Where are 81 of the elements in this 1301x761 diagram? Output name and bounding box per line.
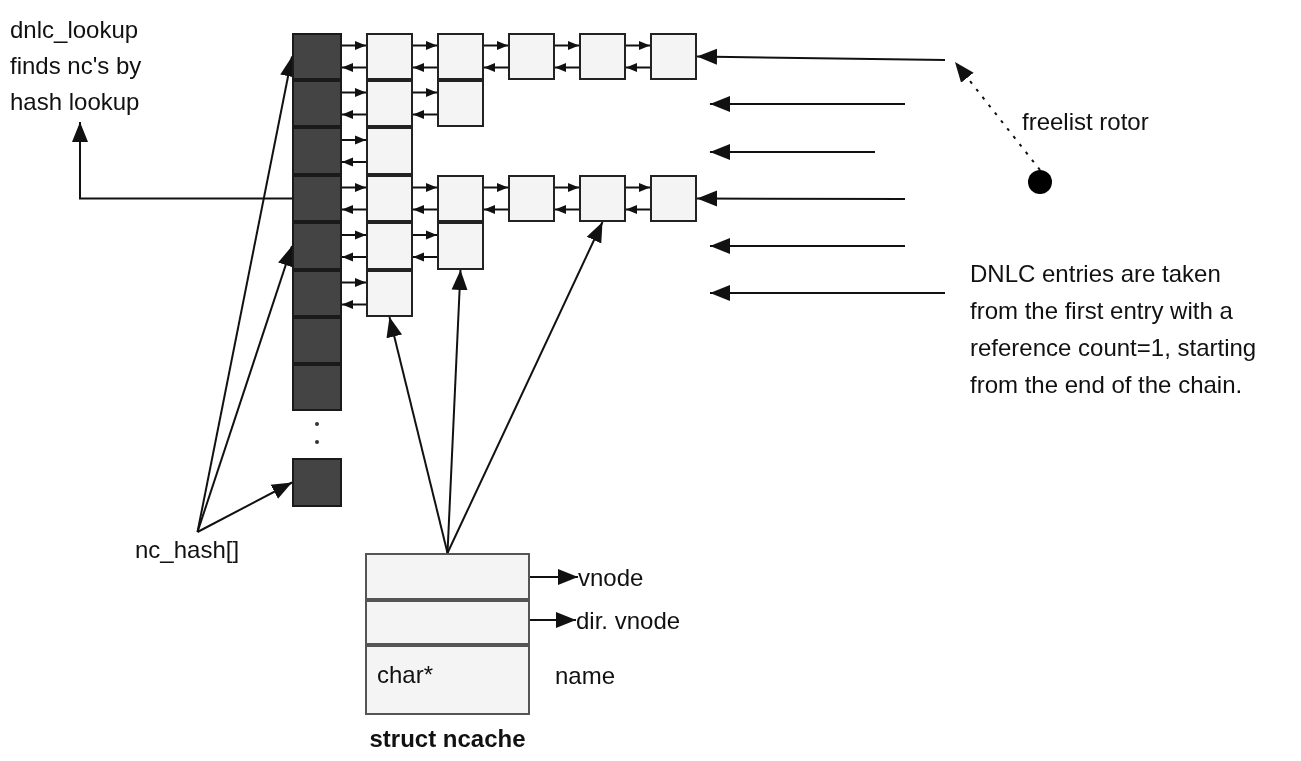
- arrow: [412, 63, 438, 72]
- arrow: [341, 135, 367, 145]
- hash-bucket: [292, 127, 342, 175]
- arrow: [412, 183, 438, 192]
- note-text: DNLC entries are taken from the first entry with a reference count=1, starting from the end of the chain.: [970, 259, 1258, 400]
- arrow: [696, 48, 946, 65]
- struct-title: struct ncache: [368, 725, 527, 753]
- arrow: [412, 41, 438, 50]
- cache-entry-box: [366, 80, 413, 127]
- cache-entry-box: [508, 33, 555, 80]
- cache-entry-box: [437, 80, 484, 127]
- side-label: freelist rotor: [1022, 108, 1149, 136]
- arrow: [625, 41, 651, 50]
- arrow: [446, 269, 468, 554]
- arrow: [625, 183, 651, 192]
- callout-text: vnode: [578, 560, 688, 594]
- hash-bucket: [292, 458, 342, 507]
- arrow: [483, 183, 509, 192]
- arrow: [483, 63, 509, 72]
- cache-entry-box: [437, 222, 484, 270]
- arrow: [341, 278, 367, 287]
- arrow: [483, 205, 509, 214]
- dotted-arrow: [954, 61, 1041, 171]
- arrow: [554, 63, 580, 72]
- hash-bucket: [292, 270, 342, 317]
- arrow: [72, 121, 293, 200]
- arrow: [341, 252, 367, 262]
- arrow: [341, 183, 367, 192]
- arrow: [446, 221, 604, 554]
- arrow: [625, 205, 651, 214]
- arrow: [483, 41, 509, 50]
- cache-entry-box: [366, 270, 413, 317]
- hash-bucket: [292, 175, 342, 222]
- cache-entry-box: [579, 33, 626, 80]
- cache-entry-box: [366, 33, 413, 80]
- callout-text: nc_hash[]: [135, 532, 260, 566]
- arrow: [554, 183, 580, 192]
- arrow: [341, 230, 367, 240]
- arrow: [341, 205, 367, 214]
- cache-entry-box: [508, 175, 555, 222]
- cache-entry-box: [650, 33, 697, 80]
- arrow: [696, 190, 906, 207]
- arrow: [341, 88, 367, 97]
- arrow: [386, 316, 449, 554]
- cache-entry-box: [650, 175, 697, 222]
- cache-entry-box: [437, 175, 484, 222]
- arrow: [625, 63, 651, 72]
- arrow: [554, 41, 580, 50]
- hash-bucket: [292, 222, 342, 270]
- hash-bucket: [292, 364, 342, 411]
- callout-text: dnlc_lookup finds nc's by hash lookup: [10, 12, 180, 122]
- arrow: [341, 110, 367, 119]
- side-label: name: [555, 662, 616, 690]
- rotor-dot: [1028, 170, 1052, 194]
- arrow: [341, 41, 367, 50]
- arrow: [196, 245, 294, 533]
- hash-bucket: [292, 80, 342, 127]
- arrow: [412, 205, 438, 214]
- struct-field: [365, 553, 530, 600]
- arrow: [529, 612, 577, 628]
- arrow: [554, 205, 580, 214]
- arrow: [412, 88, 438, 97]
- arrow: [341, 157, 367, 167]
- arrow: [341, 300, 367, 309]
- arrow: [412, 252, 438, 262]
- cache-entry-box: [366, 127, 413, 175]
- cache-entry-box: [579, 175, 626, 222]
- struct-field: [365, 600, 530, 645]
- hash-bucket: [292, 33, 342, 80]
- arrow: [412, 230, 438, 240]
- struct-field: [365, 645, 530, 715]
- hash-bucket: [292, 317, 342, 364]
- field-label: char*: [377, 661, 434, 689]
- arrow: [196, 481, 293, 533]
- cache-entry-box: [366, 222, 413, 270]
- cache-entry-box: [366, 175, 413, 222]
- cache-entry-box: [437, 33, 484, 80]
- arrow: [341, 63, 367, 72]
- callout-text: dir. vnode: [576, 603, 746, 637]
- arrow: [412, 110, 438, 119]
- arrow: [529, 569, 579, 585]
